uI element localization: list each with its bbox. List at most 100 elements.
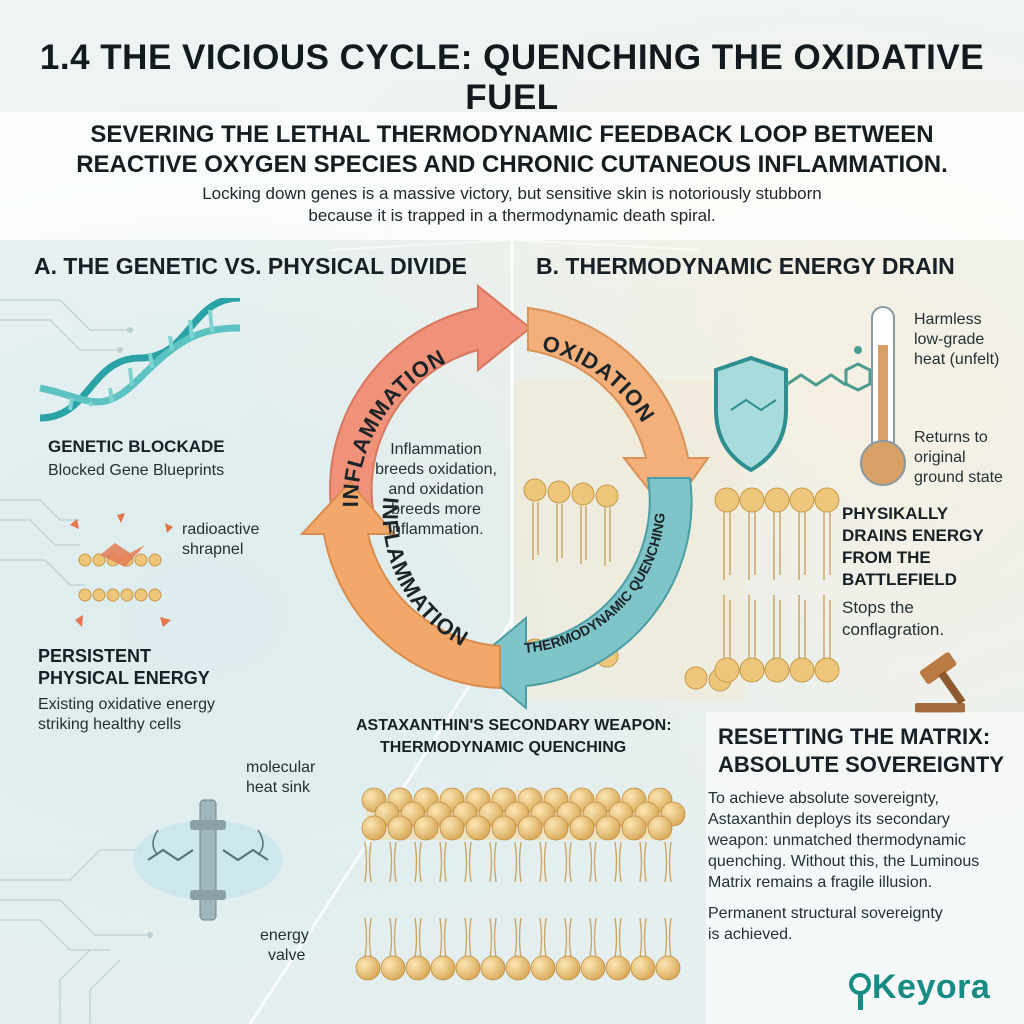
reset-closing: Permanent structural sovereignty is achi… bbox=[708, 903, 943, 945]
lipid-tail bbox=[589, 841, 597, 959]
reset-heading-1: RESETTING THE MATRIX: bbox=[718, 724, 991, 749]
drains-title-4: BATTLEFIELD bbox=[842, 570, 957, 589]
harmless-label-1: Harmless bbox=[914, 311, 982, 328]
section-b-heading: B. THERMODYNAMIC ENERGY DRAIN bbox=[536, 253, 955, 279]
lipid-head bbox=[380, 955, 406, 981]
subtitle-band bbox=[0, 112, 1024, 240]
lipid-tail bbox=[564, 841, 572, 959]
persistent-title-1: PERSISTENT bbox=[38, 646, 152, 666]
lipid-head bbox=[465, 815, 491, 841]
lipid-head bbox=[430, 955, 456, 981]
reset-closing-line-1: Permanent structural sovereignty bbox=[708, 905, 943, 922]
lipid-tail bbox=[439, 841, 447, 959]
drains-title-1: PHYSIKALLY bbox=[842, 504, 949, 523]
thermometer-icon bbox=[860, 306, 906, 486]
lipid-head bbox=[605, 955, 631, 981]
lipid-head bbox=[491, 815, 517, 841]
harmless-label-2: low-grade bbox=[914, 331, 985, 348]
valve-label-2: valve bbox=[268, 947, 306, 964]
stops-label-2: conflagration. bbox=[842, 620, 945, 639]
lipid-head bbox=[580, 955, 606, 981]
reset-body-line-1: To achieve absolute sovereignty, bbox=[708, 790, 939, 807]
lipid-head bbox=[505, 955, 531, 981]
shield-icon bbox=[714, 346, 872, 473]
lipid-tail bbox=[614, 841, 622, 959]
lipid-bilayer-icon bbox=[355, 787, 686, 981]
reset-body-line-3: weapon: unmatched thermodynamic bbox=[708, 832, 966, 849]
lipid-tail bbox=[414, 841, 422, 959]
vicious-cycle-diagram: INFLAMMATION OXIDATION INFLAMMATION THER… bbox=[299, 283, 710, 711]
lipid-head bbox=[630, 955, 656, 981]
lipid-head bbox=[647, 815, 673, 841]
valve-label-1: energy bbox=[260, 927, 309, 944]
section-a-heading: A. THE GENETIC VS. PHYSICAL DIVIDE bbox=[34, 253, 467, 279]
intro-line-2: because it is trapped in a thermodynamic… bbox=[308, 206, 716, 225]
lipid-head bbox=[480, 955, 506, 981]
shrapnel-label-1: radioactive bbox=[182, 521, 260, 538]
persistent-title-2: PHYSICAL ENERGY bbox=[38, 668, 210, 688]
lipid-tail bbox=[464, 841, 472, 959]
lipid-head bbox=[361, 815, 387, 841]
lipid-head bbox=[455, 955, 481, 981]
brand-logo: Keyora bbox=[872, 968, 991, 1006]
cycle-center-line-2: breeds oxidation, bbox=[375, 461, 497, 478]
weapon-title-2: THERMODYNAMIC QUENCHING bbox=[380, 739, 627, 756]
lipid-head bbox=[655, 955, 681, 981]
shrapnel-label-2: shrapnel bbox=[182, 541, 244, 558]
lipid-head bbox=[439, 815, 465, 841]
subtitle-line-1: SEVERING THE LETHAL THERMODYNAMIC FEEDBA… bbox=[90, 121, 934, 148]
returns-label-1: Returns to bbox=[914, 429, 988, 446]
stops-label-1: Stops the bbox=[842, 598, 914, 617]
lipid-tail bbox=[664, 841, 672, 959]
lipid-head bbox=[387, 815, 413, 841]
lipid-head bbox=[555, 955, 581, 981]
returns-label-2: original bbox=[914, 449, 966, 466]
heat-sink-label-2: heat sink bbox=[246, 779, 311, 796]
cycle-center-line-1: Inflammation bbox=[390, 441, 482, 458]
lipid-tail bbox=[639, 841, 647, 959]
inflammation-arrow-bottom bbox=[299, 480, 501, 690]
subtitle: SEVERING THE LETHAL THERMODYNAMIC FEEDBA… bbox=[40, 120, 984, 180]
harmless-label-3: heat (unfelt) bbox=[914, 351, 1000, 368]
cycle-center-line-3: and oxidation bbox=[388, 481, 484, 498]
shrapnel-membrane-icon bbox=[70, 513, 173, 627]
drains-title-3: FROM THE bbox=[842, 548, 931, 567]
reset-panel bbox=[706, 712, 1024, 1024]
lipid-tail bbox=[364, 841, 372, 959]
lipid-head bbox=[355, 955, 381, 981]
lipid-head bbox=[595, 815, 621, 841]
cycle-center-text: Inflammation breeds oxidation, and oxida… bbox=[362, 440, 510, 540]
oxidation-arrow bbox=[527, 306, 710, 516]
inflammation-arrow-top bbox=[329, 283, 532, 517]
lipid-head bbox=[413, 815, 439, 841]
lipid-head bbox=[517, 815, 543, 841]
lipid-head bbox=[405, 955, 431, 981]
drains-title-2: DRAINS ENERGY bbox=[842, 526, 984, 545]
keyora-logo-icon bbox=[849, 973, 871, 1010]
heat-sink-icon bbox=[133, 799, 283, 921]
gavel-icon bbox=[915, 652, 966, 713]
cycle-center-line-4: breeds more bbox=[391, 501, 481, 518]
dna-helix-icon bbox=[39, 298, 241, 422]
right-membrane-icon bbox=[714, 487, 840, 683]
lipid-head bbox=[543, 815, 569, 841]
genetic-blockade-caption: Blocked Gene Blueprints bbox=[48, 462, 225, 479]
lipid-head bbox=[530, 955, 556, 981]
lipid-tail bbox=[514, 841, 522, 959]
persistent-caption-1: Existing oxidative energy bbox=[38, 696, 215, 713]
heat-sink-label-1: molecular bbox=[246, 759, 316, 776]
reset-body-line-4: quenching. Without this, the Luminous bbox=[708, 853, 980, 870]
intro-text: Locking down genes is a massive victory,… bbox=[90, 183, 934, 227]
page-title: 1.4 THE VICIOUS CYCLE: QUENCHING THE OXI… bbox=[39, 38, 985, 117]
cycle-center-line-5: inflammation. bbox=[388, 521, 484, 538]
persistent-caption-2: striking healthy cells bbox=[38, 716, 182, 733]
reset-heading-2: ABSOLUTE SOVEREIGNTY bbox=[718, 752, 1005, 777]
lipid-tail bbox=[389, 841, 397, 959]
reset-body-line-2: Astaxanthin deploys its secondary bbox=[708, 811, 950, 828]
lipid-tail bbox=[539, 841, 547, 959]
weapon-title-1: ASTAXANTHIN'S SECONDARY WEAPON: bbox=[356, 717, 672, 734]
reset-closing-line-2: is achieved. bbox=[708, 926, 793, 943]
returns-label-3: ground state bbox=[914, 469, 1003, 486]
quenching-arrow bbox=[470, 477, 693, 711]
intro-line-1: Locking down genes is a massive victory,… bbox=[202, 184, 822, 203]
